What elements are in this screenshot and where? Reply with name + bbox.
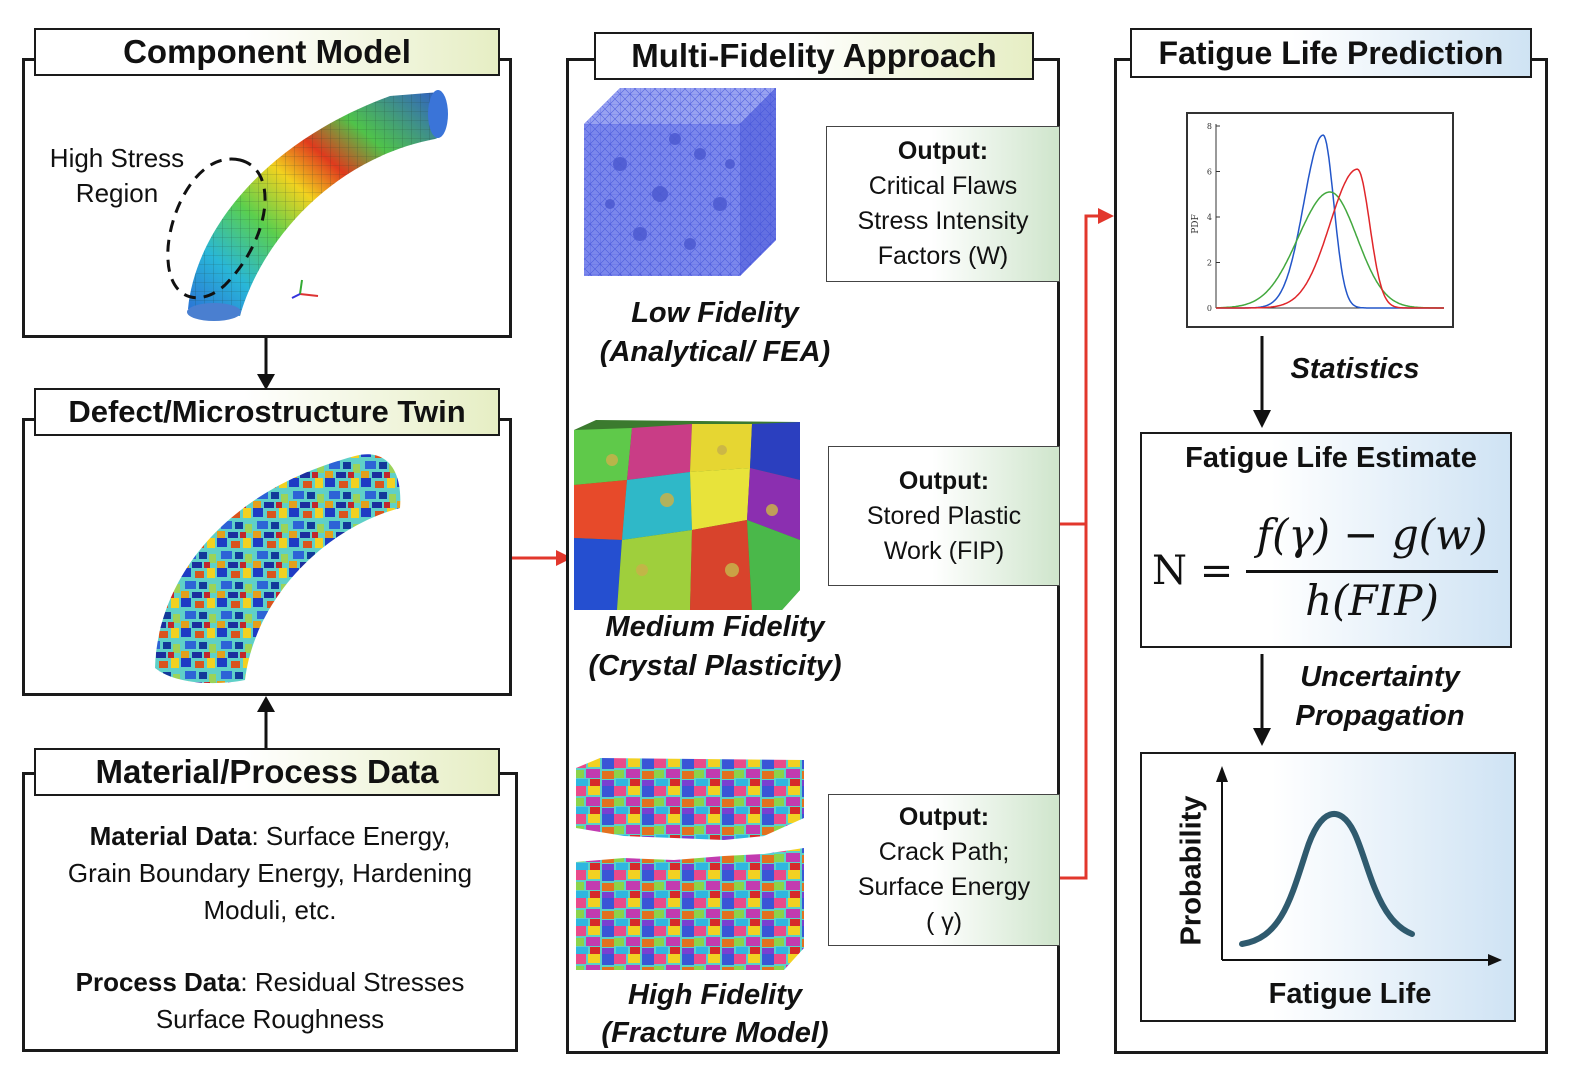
medium-output-line1: Stored Plastic [866, 501, 1022, 530]
high-fidelity-cube [576, 758, 804, 970]
low-fidelity-name-1: Low Fidelity [631, 297, 799, 329]
medium-output-line2: Work (FIP) [883, 536, 1005, 565]
material-data-text1: : Surface Energy, [251, 821, 451, 851]
arrow-multifidelity-to-prediction [1060, 208, 1114, 880]
process-data-line2: Surface Roughness [155, 1004, 385, 1034]
arrow-pdf-to-estimate [1253, 336, 1271, 428]
component-model-image [187, 90, 448, 321]
high-output-line1: Crack Path; [878, 838, 1010, 866]
probability-xlabel: Fatigue Life [1268, 978, 1432, 1010]
pdf-ytick-label: 4 [1207, 213, 1212, 222]
low-fidelity-cube [584, 88, 776, 276]
high-output-line3: ( γ) [925, 908, 963, 936]
low-output-header: Output: [897, 137, 989, 165]
high-fidelity-output-box: Output: Crack Path; Surface Energy ( γ) [828, 794, 1060, 946]
fatigue-estimate-title: Fatigue Life Estimate [1185, 442, 1477, 474]
pdf-ytick-label: 8 [1207, 122, 1212, 131]
pdf-curve-3 [1216, 168, 1444, 309]
pdf-chart: PDF 0 2 4 6 8 [1191, 122, 1444, 313]
arrow-twin-to-multifidelity [512, 550, 572, 566]
equation-denominator: h(FIP) [1305, 576, 1439, 625]
low-output-line3: Factors (W) [877, 242, 1009, 270]
material-data-line2: Grain Boundary Energy, Hardening [67, 858, 473, 888]
pdf-plot-frame [1186, 112, 1454, 328]
fatigue-prediction-title: Fatigue Life Prediction [1130, 28, 1532, 78]
medium-fidelity-output-box: Output: Stored Plastic Work (FIP) [828, 446, 1060, 586]
defect-twin-panel [22, 418, 512, 696]
probability-ylabel: Probability [1175, 795, 1208, 946]
material-process-title: Material/Process Data [34, 748, 500, 796]
probability-box [1140, 752, 1516, 1022]
defect-twin-title: Defect/Microstructure Twin [34, 388, 500, 436]
equation-numerator: f(γ) − g(w) [1256, 510, 1488, 559]
material-data-label: Material Data [89, 821, 252, 851]
microstructure-pipe-image [155, 454, 401, 684]
medium-fidelity-name-1: Medium Fidelity [605, 611, 825, 643]
high-stress-annotation-line2: Region [75, 178, 159, 208]
pdf-ytick-label: 0 [1207, 304, 1212, 313]
multifidelity-title: Multi-Fidelity Approach [594, 32, 1034, 80]
uncertainty-label-1: Uncertainty [1300, 661, 1460, 693]
equation-fraction-bar [1246, 570, 1498, 573]
high-output-line2: Surface Energy [857, 873, 1031, 901]
low-output-line2: Stress Intensity [857, 207, 1029, 235]
process-data-label: Process Data [75, 967, 241, 997]
arrow-component-to-twin [257, 338, 275, 390]
high-output-header: Output: [898, 803, 990, 831]
pdf-ytick-label: 6 [1207, 168, 1212, 177]
uncertainty-label-2: Propagation [1295, 700, 1465, 732]
medium-fidelity-name-2: (Crystal Plasticity) [588, 650, 842, 682]
low-fidelity-name-2: (Analytical/ FEA) [599, 336, 831, 368]
pdf-curve-2 [1216, 191, 1444, 309]
high-fidelity-name-1: High Fidelity [628, 979, 802, 1011]
fatigue-estimate-box [1140, 432, 1512, 648]
high-stress-region-outline [166, 157, 267, 300]
arrow-data-to-twin [257, 696, 275, 748]
low-output-line1: Critical Flaws [868, 172, 1018, 200]
process-data-line1: Process Data: Residual Stresses [24, 964, 516, 1001]
low-fidelity-output-box: Output: Critical Flaws Stress Intensity … [826, 126, 1060, 282]
equation-lhs: N = [1152, 548, 1234, 594]
material-data-line1: Material Data: Surface Energy, [24, 818, 516, 855]
pdf-ytick-label: 2 [1207, 259, 1212, 268]
statistics-label: Statistics [1290, 353, 1420, 385]
high-fidelity-name-2: (Fracture Model) [601, 1017, 829, 1049]
high-stress-annotation-line1: High Stress [49, 143, 185, 173]
arrow-estimate-to-distribution [1253, 654, 1271, 746]
medium-output-header: Output: [898, 466, 990, 495]
component-model-title: Component Model [34, 28, 500, 76]
pdf-ylabel: PDF [1191, 214, 1201, 234]
process-data-text1: : Residual Stresses [240, 967, 465, 997]
probability-chart [1216, 766, 1502, 966]
material-data-line3: Moduli, etc. [203, 895, 337, 925]
medium-fidelity-cube [574, 420, 800, 610]
probability-bell-curve [1239, 811, 1415, 947]
